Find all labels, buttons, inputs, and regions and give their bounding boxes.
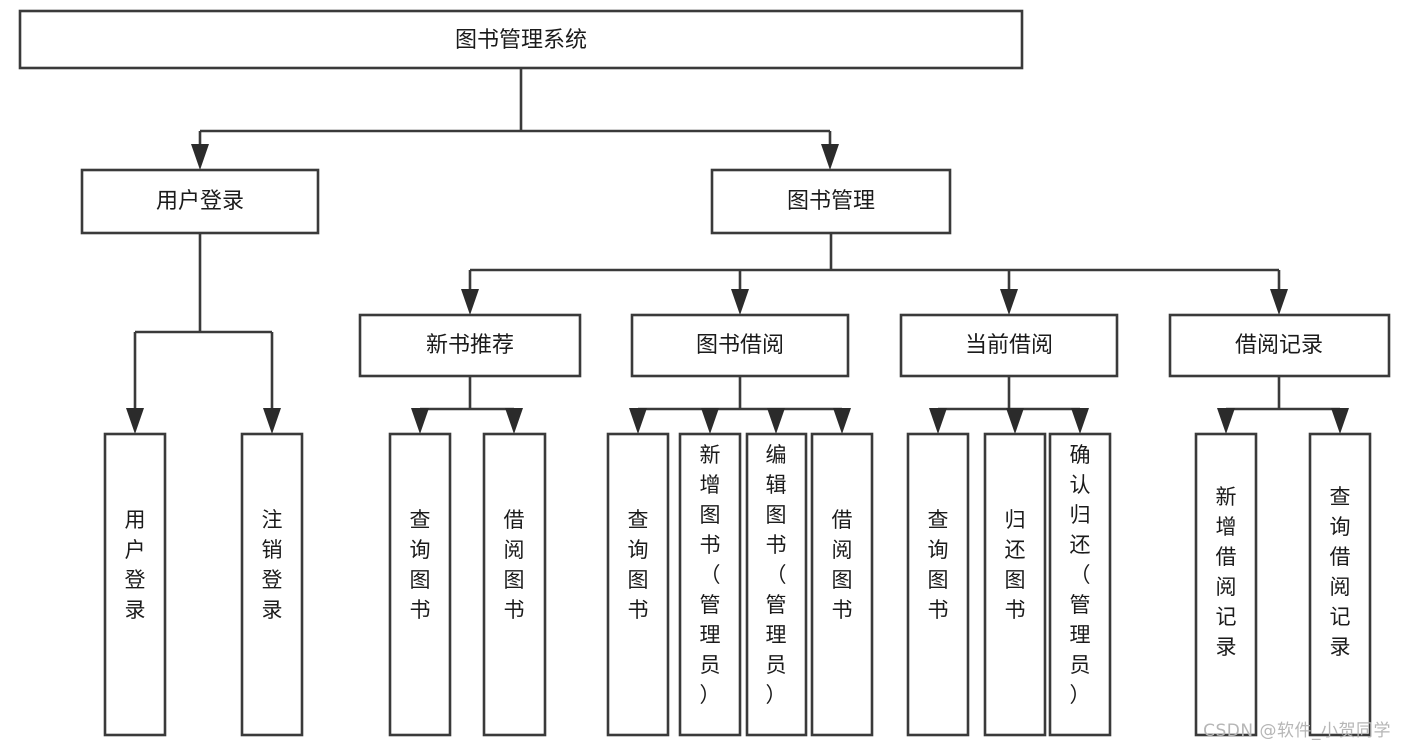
node-book-borrow[interactable]: 图书借阅 [630,313,850,378]
connector-layer [126,68,1349,434]
node-user-login[interactable]: 用户登录 [80,168,320,235]
arrow-head-icon [411,408,429,434]
node-book-manage-box[interactable] [710,168,952,235]
node-user-login-label: 用户登录 [156,189,244,214]
arrow-head-icon [767,408,785,434]
arrow-head-icon [821,144,839,170]
leaf-cb-confirm-label: 确认归还（管理员） [1070,443,1091,707]
arrow-head-icon [833,408,851,434]
leaf-bb-query[interactable]: 查询图书 [606,432,670,737]
leaf-cb-return-label: 归还图书 [1005,508,1026,622]
leaf-nb-query-label: 查询图书 [410,508,431,622]
node-book-manage[interactable]: 图书管理 [710,168,952,235]
arrow-head-icon [505,408,523,434]
arrow-head-icon [1217,408,1235,434]
node-new-book[interactable]: 新书推荐 [358,313,582,378]
leaf-bb-add-label: 新增图书（管理员） [700,443,721,707]
node-book-borrow-box[interactable] [630,313,850,378]
arrow-head-icon [126,408,144,434]
node-new-book-box[interactable] [358,313,582,378]
arrow-head-icon [461,289,479,315]
arrow-head-icon [1071,408,1089,434]
arrow-head-icon [1331,408,1349,434]
leaf-cb-return[interactable]: 归还图书 [983,432,1047,737]
node-current-borrow-box[interactable] [899,313,1119,378]
leaf-user-login-label: 用户登录 [125,508,146,622]
leaf-br-add[interactable]: 新增借阅记录 [1194,432,1258,737]
arrow-head-icon [629,408,647,434]
node-root[interactable]: 图书管理系统 [18,9,1024,70]
node-current-borrow-label: 当前借阅 [965,333,1053,358]
leaf-layer: 用户登录 注销登录 查询图书 借阅图书 查询图书 新增图书（管理员） 编辑图书（… [103,432,1372,737]
leaf-logout-label: 注销登录 [262,508,283,622]
node-book-manage-label: 图书管理 [787,189,875,214]
arrow-head-icon [1006,408,1024,434]
leaf-cb-confirm-box[interactable] [1048,432,1112,737]
leaf-nb-borrow-box[interactable] [482,432,547,737]
leaf-nb-query[interactable]: 查询图书 [388,432,452,737]
arrow-head-icon [1270,289,1288,315]
node-borrow-record-box[interactable] [1168,313,1391,378]
leaf-cb-query-label: 查询图书 [928,508,949,622]
leaf-bb-borrow-label: 借阅图书 [832,508,853,622]
node-current-borrow[interactable]: 当前借阅 [899,313,1119,378]
leaf-br-add-label: 新增借阅记录 [1216,485,1237,659]
leaf-bb-edit-box[interactable] [745,432,808,737]
leaf-cb-return-box[interactable] [983,432,1047,737]
node-book-borrow-label: 图书借阅 [696,333,784,358]
node-user-login-box[interactable] [80,168,320,235]
leaf-cb-query[interactable]: 查询图书 [906,432,970,737]
leaf-bb-borrow[interactable]: 借阅图书 [810,432,874,737]
leaf-bb-query-label: 查询图书 [628,508,649,622]
arrow-head-icon [1000,289,1018,315]
leaf-nb-borrow-label: 借阅图书 [504,508,525,622]
arrow-head-icon [731,289,749,315]
leaf-cb-query-box[interactable] [906,432,970,737]
leaf-user-login[interactable]: 用户登录 [103,432,167,737]
node-borrow-record[interactable]: 借阅记录 [1168,313,1391,378]
leaf-bb-add[interactable]: 新增图书（管理员） [678,432,742,737]
leaf-bb-borrow-box[interactable] [810,432,874,737]
node-new-book-label: 新书推荐 [426,333,514,358]
leaf-nb-query-box[interactable] [388,432,452,737]
leaf-nb-borrow[interactable]: 借阅图书 [482,432,547,737]
arrow-head-icon [701,408,719,434]
node-root-box[interactable] [18,9,1024,70]
node-borrow-record-label: 借阅记录 [1235,333,1323,358]
arrow-head-icon [263,408,281,434]
leaf-bb-edit-label: 编辑图书（管理员） [766,443,787,707]
leaf-br-add-box[interactable] [1194,432,1258,737]
leaf-logout[interactable]: 注销登录 [240,432,304,737]
arrow-head-icon [191,144,209,170]
leaf-br-query-label: 查询借阅记录 [1330,485,1351,659]
leaf-logout-box[interactable] [240,432,304,737]
node-root-label: 图书管理系统 [455,28,587,53]
leaf-user-login-box[interactable] [103,432,167,737]
node-layer: 图书管理系统 用户登录 图书管理 新书推荐 图书借阅 当前借阅 借阅记录 [18,9,1391,378]
leaf-cb-confirm[interactable]: 确认归还（管理员） [1048,432,1112,737]
leaf-bb-query-box[interactable] [606,432,670,737]
leaf-bb-add-box[interactable] [678,432,742,737]
leaf-bb-edit[interactable]: 编辑图书（管理员） [745,432,808,737]
leaf-br-query-box[interactable] [1308,432,1372,737]
arrow-head-icon [929,408,947,434]
leaf-br-query[interactable]: 查询借阅记录 [1308,432,1372,737]
